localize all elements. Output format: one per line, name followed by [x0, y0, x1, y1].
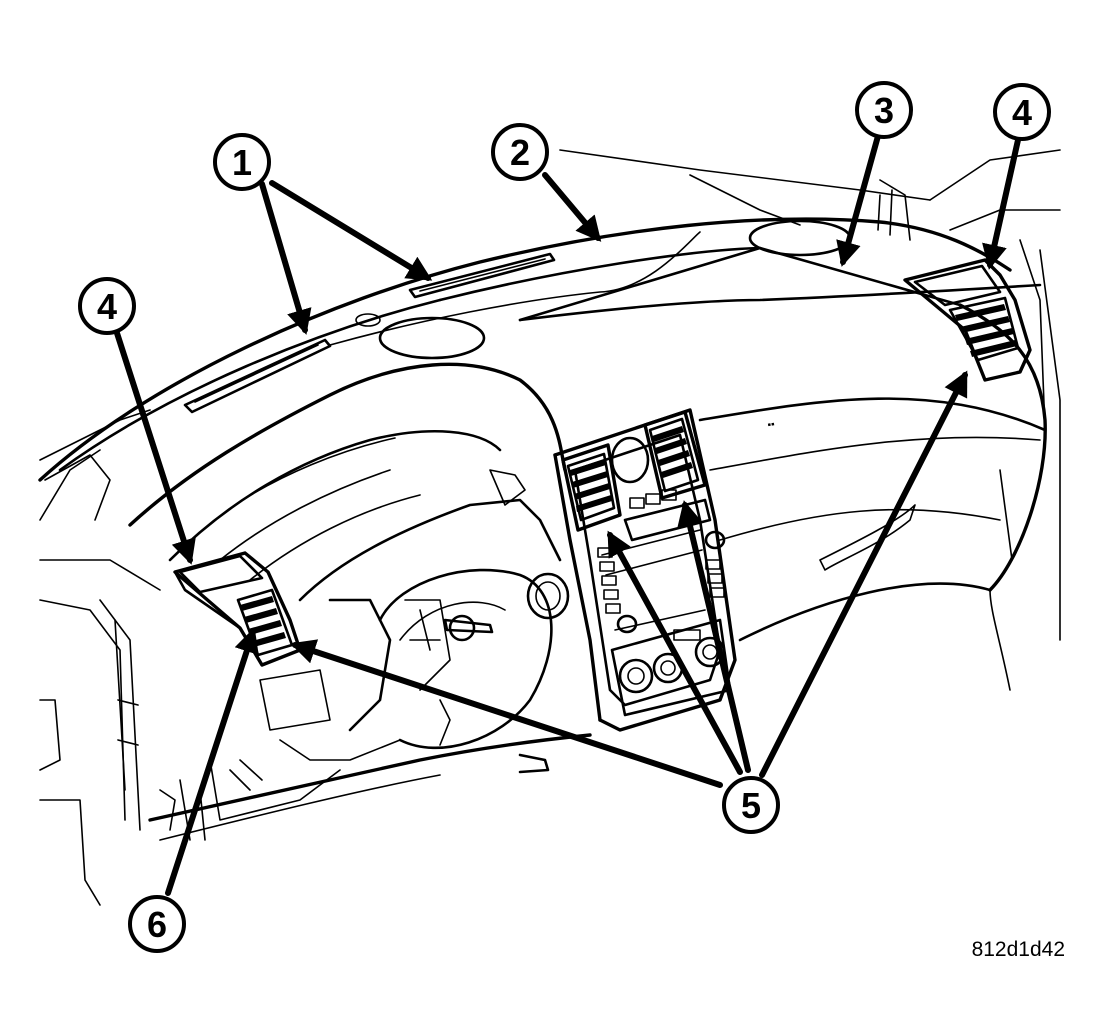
center-vent-right — [643, 410, 707, 500]
center-stack — [553, 408, 737, 732]
passenger-side-vent — [903, 258, 1032, 382]
radio-preset-buttons — [597, 547, 725, 614]
driver-side-vent — [173, 551, 302, 667]
leader-2 — [542, 172, 602, 242]
callout-4-left: 4 — [78, 277, 136, 335]
callout-4-right-label: 4 — [1012, 92, 1032, 133]
callout-5: 5 — [722, 776, 780, 834]
callout-6-label: 6 — [147, 904, 167, 945]
leader-1b — [269, 180, 433, 281]
callout-4-left-label: 4 — [97, 286, 117, 327]
figure-id: 812d1d42 — [972, 938, 1065, 961]
leader-5-driver — [290, 639, 723, 788]
callout-5-label: 5 — [741, 785, 761, 826]
leader-5-center-right — [677, 500, 751, 773]
callout-2-label: 2 — [510, 132, 530, 173]
callout-1-label: 1 — [232, 142, 252, 183]
instrument-panel-top-pad — [38, 217, 1042, 482]
leader-4-left — [113, 327, 196, 565]
callout-4-right: 4 — [993, 83, 1051, 141]
leader-5-center-left — [607, 530, 743, 775]
leader-lines — [113, 133, 1021, 896]
leader-6 — [165, 627, 259, 896]
callout-6: 6 — [128, 895, 186, 953]
leader-5-passenger — [759, 370, 968, 778]
callout-3-label: 3 — [874, 90, 894, 131]
leader-1a — [259, 181, 312, 335]
panel-badge-mark: ▪▪ — [767, 419, 776, 431]
callout-1: 1 — [213, 133, 271, 191]
steering-column — [209, 568, 570, 821]
leader-4-right — [982, 137, 1021, 270]
leader-3 — [836, 133, 881, 267]
callout-2: 2 — [491, 123, 549, 181]
callout-3: 3 — [855, 81, 913, 139]
center-vent-left — [561, 443, 622, 532]
vehicle-body-outline — [39, 149, 1061, 906]
